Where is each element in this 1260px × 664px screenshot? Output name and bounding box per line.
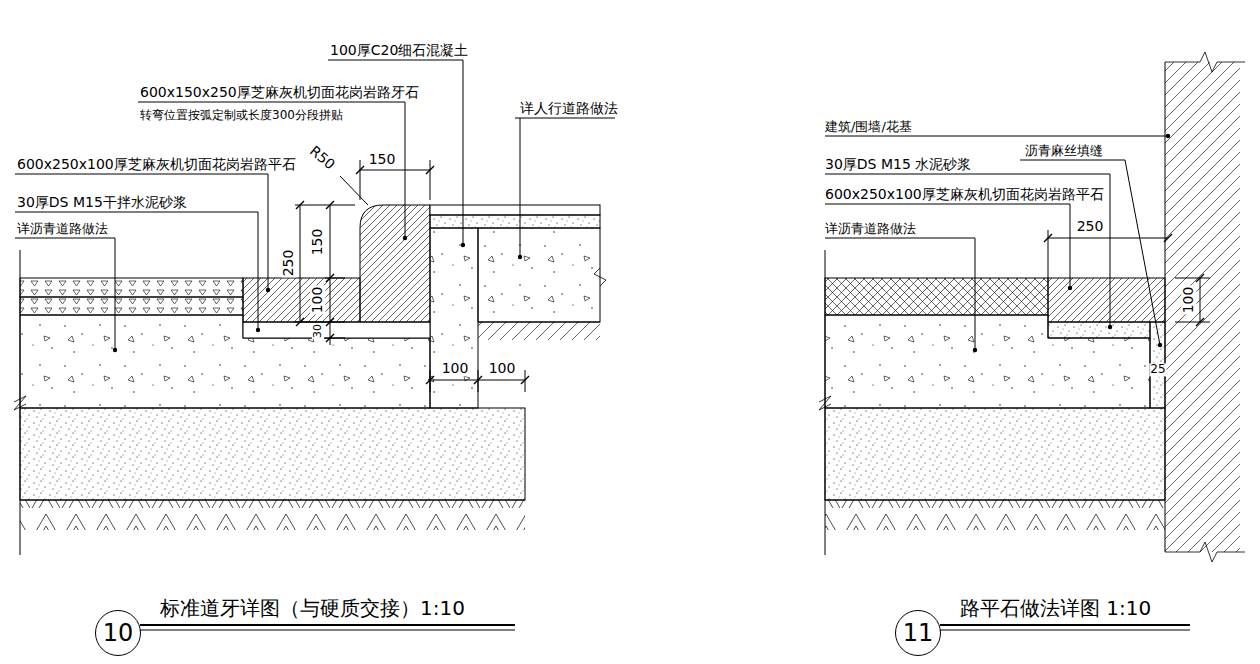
dimension: 150	[310, 228, 325, 257]
dimension: 100	[1181, 286, 1196, 315]
callout-circle: 11	[895, 610, 941, 656]
reference-note: 详沥青道路做法	[825, 222, 916, 236]
dimension: 100	[488, 361, 517, 376]
drawing-title: 标准道牙详图（与硬质交接）1:10	[160, 597, 465, 619]
material-note: 30厚DS M15 水泥砂浆	[825, 157, 971, 172]
material-note: 转弯位置按弧定制或长度300分段拼贴	[140, 109, 343, 122]
dimension: 25	[1149, 363, 1166, 376]
dimension: 250	[281, 249, 296, 278]
callout-number: 11	[903, 621, 934, 645]
reference-note: 详人行道路做法	[520, 101, 618, 116]
dimension: 100	[310, 286, 325, 315]
callout-circle: 10	[95, 610, 141, 656]
dimension: 250	[1076, 219, 1105, 234]
dimension: 150	[368, 152, 397, 167]
material-note: 600x250x100厚芝麻灰机切面花岗岩路平石	[17, 157, 296, 172]
callout-number: 10	[103, 621, 134, 645]
material-note: 30厚DS M15干拌水泥砂浆	[17, 195, 187, 210]
reference-note: 建筑/围墙/花基	[825, 120, 912, 134]
dimension: 100	[441, 361, 470, 376]
drawing-title: 路平石做法详图 1:10	[960, 597, 1151, 619]
reference-note: 详沥青道路做法	[17, 222, 108, 236]
radius-label: R50	[306, 143, 339, 174]
material-note: 600x150x250厚芝麻灰机切面花岗岩路牙石	[140, 85, 419, 100]
material-note: 600x250x100厚芝麻灰机切面花岗岩路平石	[825, 187, 1104, 202]
material-note: 沥青麻丝填缝	[1025, 144, 1103, 158]
dimension: 30	[312, 323, 324, 339]
material-note: 100厚C20细石混凝土	[330, 43, 468, 58]
